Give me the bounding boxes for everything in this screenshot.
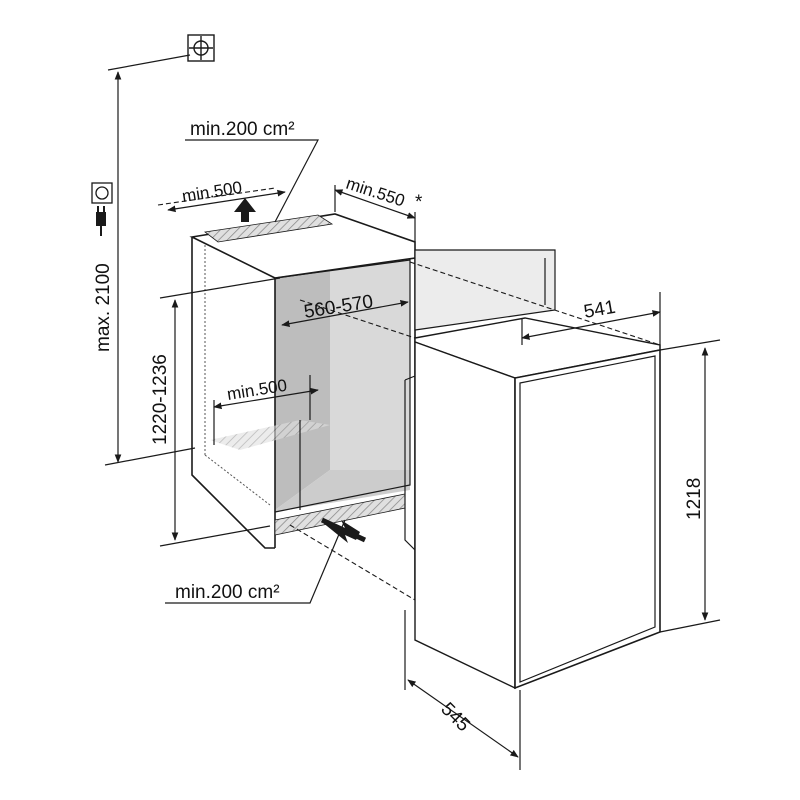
appliance-door — [414, 249, 556, 331]
label-appliance-width: 541 — [582, 297, 617, 323]
socket-icon — [91, 182, 113, 204]
dim-height-ext2 — [659, 619, 721, 633]
label-niche-height: 1220-1236 — [150, 354, 171, 445]
niche-floor — [275, 470, 410, 512]
label-vent-top: min.200 cm² — [190, 119, 295, 140]
label-appliance-height: 1218 — [684, 478, 705, 520]
ref-line-niche-bottom — [159, 525, 271, 547]
top-vent-grille — [204, 214, 334, 243]
label-top-width: min.550 — [344, 174, 407, 211]
leader-vent-top — [185, 139, 319, 223]
proj-line-2 — [299, 299, 416, 339]
appliance-front-inner — [519, 355, 656, 683]
dim-appliance-depth — [407, 679, 519, 758]
niche — [189, 213, 416, 600]
arrow-in-icon — [320, 517, 367, 543]
dim-appliance-width — [521, 310, 661, 340]
label-max-height: max. 2100 — [93, 263, 114, 352]
niche-hidden-edges — [204, 245, 271, 506]
appliance — [404, 249, 661, 690]
leader-vent-bottom — [165, 519, 346, 604]
ref-line-floor — [104, 447, 196, 466]
appliance-front — [514, 349, 661, 690]
arrow-up-icon — [234, 198, 256, 222]
label-vent-bottom: min.200 cm² — [175, 582, 280, 603]
ref-line-top — [107, 54, 191, 71]
dim-top-width — [334, 189, 416, 219]
dim-height-ext1 — [659, 339, 721, 351]
plug-icon — [96, 206, 106, 236]
label-top-width-note: * — [415, 192, 423, 213]
dim-inner-width — [281, 300, 409, 327]
proj-line-3 — [289, 524, 416, 601]
appliance-side — [414, 341, 516, 690]
niche-front-frame — [274, 259, 411, 513]
dim-top-depth — [167, 189, 286, 213]
dimension-lines — [104, 54, 721, 770]
label-top-depth: min.500 — [181, 178, 244, 206]
ground-symbol-icon — [187, 34, 215, 62]
appliance-rear-step — [404, 375, 416, 551]
ref-line-niche-top — [159, 277, 281, 299]
dim-bottom-depth — [213, 387, 319, 410]
